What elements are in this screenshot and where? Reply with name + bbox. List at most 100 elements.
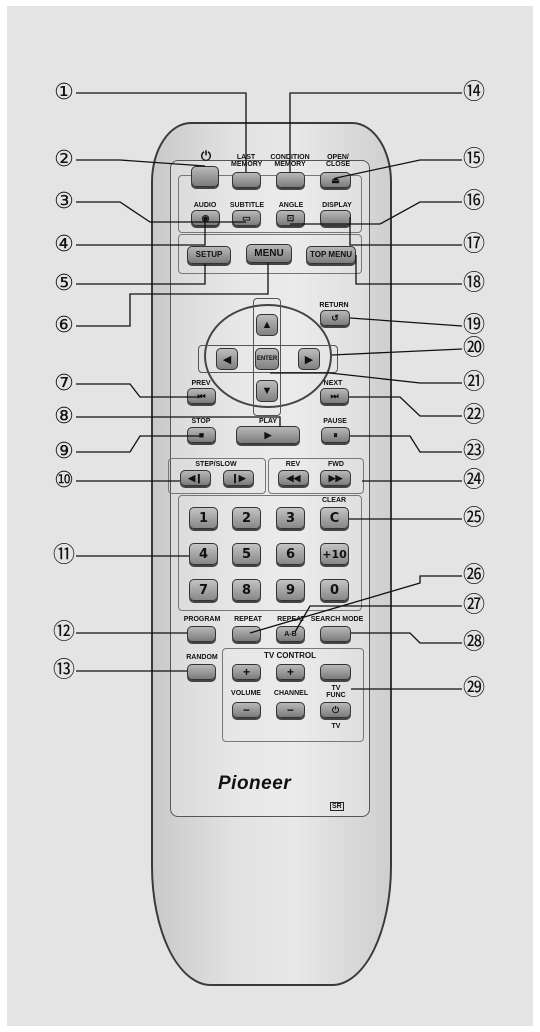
- callout-20: ⑳: [462, 336, 485, 361]
- fwd-button[interactable]: ▶▶: [320, 470, 351, 486]
- plus-icon: +: [242, 665, 250, 679]
- key-6[interactable]: 6: [276, 543, 305, 565]
- tv-func-label: TV FUNC: [326, 685, 346, 699]
- leader-27: [294, 605, 462, 633]
- sr-mark: SR: [330, 802, 344, 811]
- right-arrow-icon: ▶: [304, 353, 314, 366]
- stop-label: STOP: [191, 418, 211, 425]
- callout-14: ⑭: [462, 80, 485, 105]
- step-back-button[interactable]: ◀❙: [180, 470, 211, 486]
- cursor-cross-v: [253, 298, 281, 416]
- callout-4: ④: [54, 232, 74, 257]
- key-3[interactable]: 3: [276, 507, 305, 529]
- power-icon: ⏻: [331, 704, 340, 715]
- tv-control-label: TV CONTROL: [264, 651, 316, 660]
- volume-up-button[interactable]: +: [232, 664, 261, 680]
- tv-label: TV: [331, 723, 341, 730]
- fwd-label: FWD: [328, 461, 344, 468]
- condition-memory-button[interactable]: [276, 172, 305, 188]
- leader-26: [249, 575, 462, 634]
- tv-input-button[interactable]: [320, 664, 351, 680]
- leader-21: [270, 372, 462, 384]
- key-4[interactable]: 4: [189, 543, 218, 565]
- leader-8: [76, 416, 281, 427]
- callout-15: ⑮: [462, 147, 485, 172]
- callout-28: ㉘: [462, 630, 485, 655]
- play-icon: ▶: [264, 429, 272, 440]
- search-mode-button[interactable]: [320, 626, 351, 642]
- angle-button[interactable]: ⊡: [276, 210, 305, 226]
- enter-button[interactable]: ENTER: [255, 348, 279, 370]
- key-plus10[interactable]: +10: [320, 543, 349, 565]
- section-step: [168, 458, 266, 494]
- volume-label: VOLUME: [231, 690, 261, 697]
- down-button[interactable]: ▼: [256, 380, 278, 402]
- prev-button[interactable]: ⏮: [187, 388, 216, 404]
- callout-6: ⑥: [54, 313, 74, 338]
- tv-power-button[interactable]: ⏻: [320, 702, 351, 718]
- section-top: [178, 175, 362, 233]
- leader-1: [76, 92, 247, 172]
- right-button[interactable]: ▶: [298, 348, 320, 370]
- play-label: PLAY: [258, 418, 278, 425]
- audio-label: AUDIO: [193, 202, 217, 209]
- step-slow-label: STEP/SLOW: [195, 461, 237, 468]
- setup-button[interactable]: SETUP: [187, 246, 231, 264]
- step-back-icon: ◀❙: [188, 472, 203, 483]
- top-menu-text: TOP MENU: [310, 250, 352, 259]
- fast-forward-icon: ▶▶: [328, 472, 343, 483]
- key-7[interactable]: 7: [189, 579, 218, 601]
- key-8[interactable]: 8: [232, 579, 261, 601]
- callout-16: ⑯: [462, 189, 485, 214]
- play-button[interactable]: ▶: [236, 426, 300, 444]
- left-button[interactable]: ◀: [216, 348, 238, 370]
- key-1[interactable]: 1: [189, 507, 218, 529]
- channel-down-button[interactable]: −: [276, 702, 305, 718]
- rewind-icon: ◀◀: [286, 472, 301, 483]
- leader-28: [351, 632, 462, 644]
- power-icon: ⏻: [200, 148, 212, 163]
- clear-button[interactable]: C: [320, 507, 349, 529]
- random-label: RANDOM: [186, 654, 218, 661]
- callout-5: ⑤: [54, 271, 74, 296]
- program-button[interactable]: [187, 626, 216, 642]
- setup-text: SETUP: [195, 250, 223, 259]
- callout-1: ①: [54, 80, 74, 105]
- menu-button[interactable]: MENU: [246, 244, 292, 263]
- key-0[interactable]: 0: [320, 579, 349, 601]
- leader-20: [331, 348, 463, 356]
- pause-button[interactable]: ⏸: [321, 427, 350, 443]
- last-memory-button[interactable]: [232, 172, 261, 188]
- repeat-button[interactable]: [232, 626, 261, 642]
- leader-16: [290, 201, 462, 225]
- standby-on-button[interactable]: [191, 166, 219, 187]
- step-forward-button[interactable]: ❙▶: [223, 470, 254, 486]
- angle-label: ANGLE: [278, 202, 304, 209]
- up-button[interactable]: ▲: [256, 314, 278, 336]
- repeat-label: REPEAT: [234, 616, 262, 623]
- stop-button[interactable]: ■: [187, 427, 216, 443]
- rev-label: REV: [285, 461, 301, 468]
- section-numbers: [178, 495, 362, 611]
- repeat-ab-button[interactable]: A-B: [276, 626, 305, 642]
- random-button[interactable]: [187, 664, 216, 680]
- minus-icon: −: [286, 703, 294, 717]
- angle-icon: ⊡: [286, 212, 295, 223]
- key-5[interactable]: 5: [232, 543, 261, 565]
- callout-10: ⑩: [54, 468, 74, 493]
- cursor-ring: [204, 304, 332, 408]
- rev-button[interactable]: ◀◀: [278, 470, 309, 486]
- channel-up-button[interactable]: +: [276, 664, 305, 680]
- plus-icon: +: [286, 665, 294, 679]
- callout-24: ㉔: [462, 468, 485, 493]
- leader-22: [349, 396, 462, 417]
- return-button[interactable]: ↺: [320, 310, 350, 326]
- return-icon: ↺: [331, 312, 339, 323]
- next-button[interactable]: ⏭: [320, 388, 349, 404]
- key-9[interactable]: 9: [276, 579, 305, 601]
- volume-down-button[interactable]: −: [232, 702, 261, 718]
- section-tv: [222, 648, 364, 742]
- pioneer-logo: Pioneer: [218, 773, 292, 794]
- left-arrow-icon: ◀: [222, 353, 232, 366]
- key-2[interactable]: 2: [232, 507, 261, 529]
